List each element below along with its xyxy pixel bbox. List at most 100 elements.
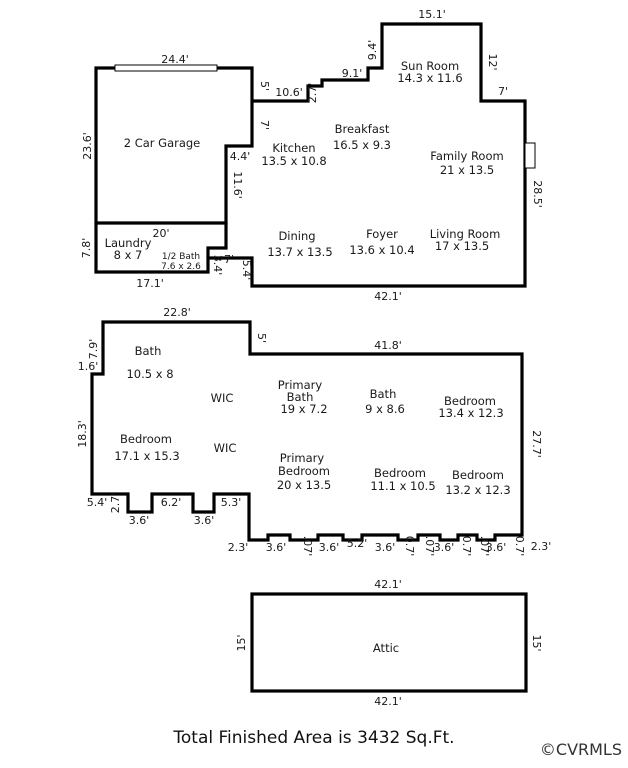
kitchen-size: 13.5 x 10.8 <box>261 154 326 168</box>
dim-s-2-3a: 2.3' <box>228 541 249 554</box>
dim-right-28-5: 28.5' <box>531 180 544 208</box>
dim-jog-5: 5' <box>258 81 271 91</box>
dining-label: Dining <box>278 229 315 243</box>
dim-top-22-8: 22.8' <box>163 306 191 319</box>
half-bath-label: 1/2 Bath <box>162 252 200 262</box>
dim-left-7-9: 7.9' <box>87 339 100 360</box>
half-bath-size: 7.6 x 2.6 <box>161 262 201 272</box>
dim-b-2-7: 2.7' <box>109 493 122 514</box>
laundry-size: 8 x 7 <box>114 248 143 262</box>
primary-bath-size: 19 x 7.2 <box>280 402 327 416</box>
dim-sun-12: 12' <box>486 53 499 70</box>
breakfast-label: Breakfast <box>335 122 390 136</box>
dim-jog-10-6: 10.6' <box>275 86 303 99</box>
bedroom-mid-size: 11.1 x 10.5 <box>370 479 435 493</box>
sun-room-label: Sun Room <box>401 59 459 73</box>
dim-jog-11-6: 11.6' <box>231 171 244 199</box>
dim-bath-5-4: 5.4' <box>240 260 253 281</box>
dim-s-5-2: 5.2' <box>347 537 368 550</box>
main-wall-second-floor <box>90 320 524 542</box>
dim-jog-4-4: 4.4' <box>230 150 251 163</box>
dim-jog-2-7: 2.7' <box>306 83 319 104</box>
dim-sun-7: 7' <box>498 85 508 98</box>
dim-left-18-3: 18.3' <box>76 420 89 448</box>
wic-2-label: WIC <box>214 441 237 455</box>
dim-b-3-6b: 3.6' <box>194 514 215 527</box>
bedroom-ne-size: 13.4 x 12.3 <box>438 406 503 420</box>
dim-s-3-6-3: 3.6' <box>375 541 396 554</box>
attic-wall <box>250 592 528 693</box>
dim-b-6-2: 6.2' <box>161 496 182 509</box>
total-area-caption: Total Finished Area is 3432 Sq.Ft. <box>173 728 455 748</box>
bedroom-ne-label: Bedroom <box>444 394 496 408</box>
dim-bath-3-4: 3.4' <box>211 255 224 276</box>
dim-s-0-7-4: 0.7' <box>460 536 473 557</box>
dim-top-41-8: 41.8' <box>374 339 402 352</box>
dim-top-15-1: 15.1' <box>418 8 446 21</box>
dim-left-1-6: 1.6' <box>78 360 99 373</box>
dim-b-5-3: 5.3' <box>221 496 242 509</box>
dim-s-0-7-5: .07' <box>478 536 491 557</box>
bedroom-w-size: 17.1 x 15.3 <box>114 449 179 463</box>
half-bath-wall <box>206 223 228 258</box>
dim-s-0-7-1: .07' <box>301 536 314 557</box>
dim-s-3-6-2: 3.6' <box>319 541 340 554</box>
bedroom-se-label: Bedroom <box>452 468 504 482</box>
bath-label: Bath <box>135 344 162 358</box>
dim-attic-bottom: 42.1' <box>374 695 402 708</box>
primary-bedroom-label-2: Bedroom <box>278 464 330 478</box>
breakfast-size: 16.5 x 9.3 <box>333 138 391 152</box>
bedroom-w-label: Bedroom <box>120 432 172 446</box>
garage-door <box>114 64 218 72</box>
family-room-size: 21 x 13.5 <box>440 163 494 177</box>
bath-2-size: 9 x 8.6 <box>365 402 405 416</box>
dim-s-3-6-4: 3.6' <box>434 541 455 554</box>
primary-bedroom-label-1: Primary <box>280 451 325 465</box>
mls-watermark: ©CVRMLS <box>539 740 622 759</box>
dim-laundry-7-8: 7.8' <box>80 238 93 259</box>
dim-bath-7: 7' <box>224 253 234 266</box>
attic-label: Attic <box>373 641 399 655</box>
attic: Attic 42.1' 42.1' 15' 15' <box>235 578 543 708</box>
dim-jog-9-1: 9.1' <box>342 67 363 80</box>
dim-s-0-7-3: .07' <box>423 536 436 557</box>
primary-bath-label-2: Bath <box>287 390 314 404</box>
wic-1-label: WIC <box>211 391 234 405</box>
dim-jog-7: 7' <box>258 120 271 130</box>
floor-1: 2 Car Garage Sun Room 14.3 x 11.6 Breakf… <box>80 8 544 303</box>
garage-label: 2 Car Garage <box>124 136 201 150</box>
dim-attic-top: 42.1' <box>374 578 402 591</box>
bath-size: 10.5 x 8 <box>126 367 173 381</box>
dim-s-3-6-1: 3.6' <box>266 541 287 554</box>
dim-s-3-6-5: 3.6' <box>486 541 507 554</box>
sun-room-size: 14.3 x 11.6 <box>397 71 462 85</box>
dim-attic-right: 15' <box>530 634 543 651</box>
dim-s-0-7-6: 0.7' <box>513 536 526 557</box>
kitchen-label: Kitchen <box>272 141 315 155</box>
living-room-label: Living Room <box>430 227 501 241</box>
dim-s-2-3b: 2.3' <box>531 540 552 553</box>
dim-left-5-4: 5.4' <box>87 496 108 509</box>
dim-garage-top: 24.4' <box>161 53 189 66</box>
bedroom-se-size: 13.2 x 12.3 <box>445 483 510 497</box>
dining-size: 13.7 x 13.5 <box>267 245 332 259</box>
primary-bath-label-1: Primary <box>278 378 323 392</box>
dim-garage-left: 23.6' <box>81 132 94 160</box>
dim-attic-left: 15' <box>235 634 248 651</box>
bath-2-label: Bath <box>370 387 397 401</box>
family-room-label: Family Room <box>430 149 503 163</box>
foyer-size: 13.6 x 10.4 <box>349 243 414 257</box>
dim-s-0-7-2: 0.7' <box>403 536 416 557</box>
foyer-label: Foyer <box>366 227 398 241</box>
laundry-label: Laundry <box>105 236 152 250</box>
dim-right-27-7: 27.7' <box>530 430 543 458</box>
family-room-window <box>524 142 536 169</box>
dim-bottom-42-1: 42.1' <box>374 290 402 303</box>
dim-jog-9-4: 9.4' <box>366 40 379 61</box>
dim-garage-bottom: 20' <box>152 227 169 240</box>
dim-laundry-17-1: 17.1' <box>136 277 164 290</box>
dim-step-5: 5' <box>255 333 268 343</box>
primary-bedroom-size: 20 x 13.5 <box>277 478 331 492</box>
dim-b-3-6a: 3.6' <box>129 514 150 527</box>
